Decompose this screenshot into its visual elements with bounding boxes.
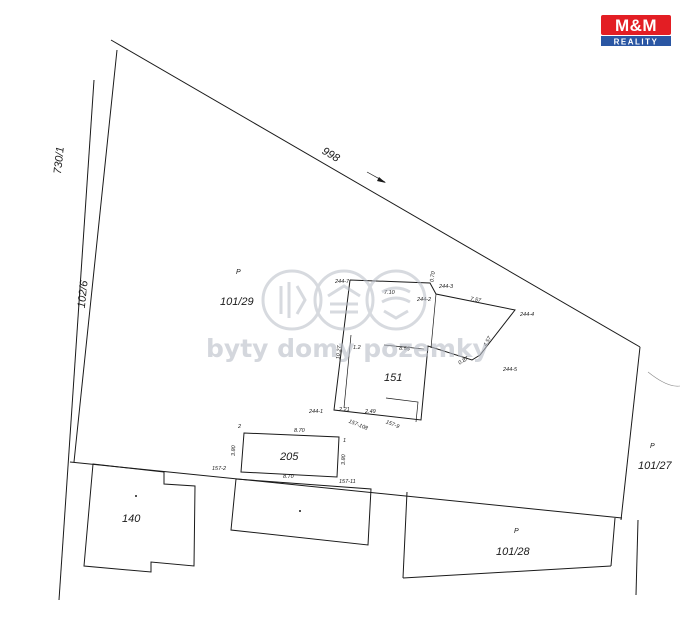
building-151-outline bbox=[333, 279, 516, 421]
building-label-205: 205 bbox=[279, 451, 299, 463]
building-south-marker bbox=[299, 510, 301, 512]
point-label-244-5: 244-5 bbox=[502, 367, 518, 373]
point-label-1: 1 bbox=[343, 438, 346, 444]
point-label-244-3: 244-3 bbox=[438, 284, 454, 290]
dimension-8-55: 8.55 bbox=[399, 346, 411, 353]
far-west-boundary bbox=[58, 79, 95, 601]
building-151-partition bbox=[383, 344, 425, 350]
dimension-1-2: 1.2 bbox=[353, 345, 361, 351]
dimension-4-57: 4.57 bbox=[483, 335, 494, 348]
dimension-3-80-left: 3.80 bbox=[231, 444, 237, 456]
logo-brand-text: M&M bbox=[615, 16, 657, 35]
dimension-8-70-top: 8.70 bbox=[294, 428, 306, 434]
point-label-244-1: 244-1 bbox=[308, 409, 323, 415]
point-label-157-9: 157-9 bbox=[385, 419, 400, 430]
building-151-annex bbox=[385, 397, 419, 423]
building-151-inner-line bbox=[343, 334, 352, 409]
point-label-157-2: 157-2 bbox=[212, 466, 226, 472]
building-south-outline bbox=[230, 478, 372, 546]
point-label-157-11: 157-11 bbox=[339, 479, 356, 485]
building-label-140: 140 bbox=[122, 513, 141, 525]
dimension-7-10: 7.10 bbox=[384, 290, 396, 296]
point-label-244-4: 244-4 bbox=[519, 312, 534, 318]
dimension-2-21: 2.21 bbox=[338, 407, 350, 413]
east-parcel-boundary bbox=[620, 346, 641, 521]
parcel-mark-101-28: P bbox=[514, 528, 519, 535]
parcel-label-101-28: 101/28 bbox=[496, 546, 531, 558]
mm-reality-logo: M&M REALITY bbox=[601, 15, 671, 46]
parcel-mark-101-29: P bbox=[236, 269, 241, 276]
building-140-outline bbox=[83, 463, 196, 573]
building-label-151: 151 bbox=[384, 372, 402, 384]
extension-divider bbox=[430, 293, 437, 349]
parcel-101-28-south bbox=[402, 565, 612, 579]
parcel-label-730-1: 730/1 bbox=[52, 146, 67, 175]
dimension-3-80-right: 3.80 bbox=[341, 453, 347, 465]
east-edge-line bbox=[635, 519, 639, 596]
parcel-label-998: 998 bbox=[320, 145, 343, 165]
dimension-0-70: 0.70 bbox=[429, 270, 437, 282]
dimension-2-49: 2.49 bbox=[364, 409, 376, 415]
dimension-8-70-bottom: 8.70 bbox=[283, 474, 295, 480]
parcel-998-boundary bbox=[110, 39, 641, 348]
building-140-marker bbox=[135, 495, 137, 497]
parcel-label-101-29: 101/29 bbox=[220, 296, 254, 308]
west-parcel-boundary bbox=[73, 49, 118, 463]
parcel-101-28-west bbox=[402, 491, 408, 579]
dimension-10-27: 10.27 bbox=[336, 344, 344, 359]
curve-101-27 bbox=[647, 371, 681, 387]
point-label-2: 2 bbox=[237, 424, 241, 430]
building-205-outline bbox=[240, 432, 340, 478]
dimension-7-57: 7.57 bbox=[470, 296, 483, 304]
point-label-157-108: 157-108 bbox=[348, 419, 370, 432]
dimension-0-87: 0.87 bbox=[458, 355, 471, 366]
point-label-244-7: 244-7 bbox=[334, 279, 350, 285]
parcel-label-101-27: 101/27 bbox=[638, 460, 673, 472]
watermark-text: byty domy pozemky bbox=[206, 334, 489, 363]
logo-tagline-text: REALITY bbox=[614, 38, 659, 47]
watermark: byty domy pozemky bbox=[206, 269, 489, 363]
watermark-icons bbox=[261, 269, 427, 331]
direction-arrow-head bbox=[377, 177, 386, 183]
parcel-label-102-6: 102/6 bbox=[76, 279, 91, 309]
parcel-101-28-east bbox=[610, 517, 616, 567]
parcel-mark-101-27: P bbox=[650, 443, 655, 450]
